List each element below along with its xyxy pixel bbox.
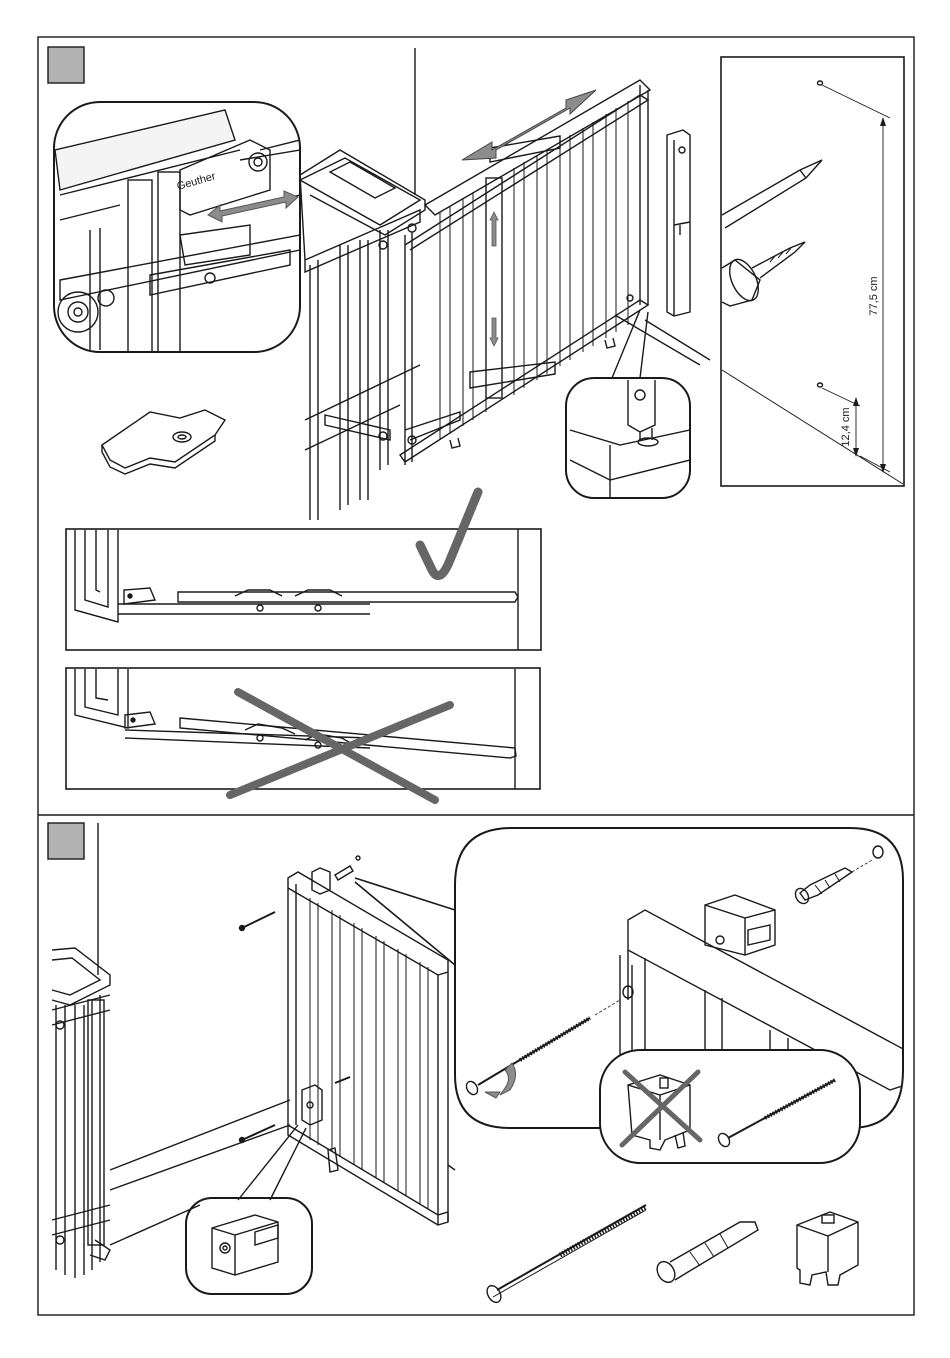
logo-text: Geuther xyxy=(176,170,218,193)
check-mark-icon xyxy=(420,492,478,576)
step-1-marker xyxy=(48,47,84,83)
parts-list xyxy=(484,1205,858,1305)
up-arrow-icon xyxy=(490,212,498,246)
dimension-long-label: 77,5 cm xyxy=(868,276,880,315)
pencil-icon xyxy=(722,160,822,228)
down-arrow-icon xyxy=(490,318,498,346)
extend-arrow-icon xyxy=(462,90,596,160)
step-2-marker xyxy=(48,823,84,859)
gate-panel xyxy=(288,868,455,1225)
wall-drilling-panel: 77,5 cm 12,4 cm xyxy=(721,57,904,486)
cross-mark-icon xyxy=(230,692,450,800)
wall-plug-icon xyxy=(793,868,852,906)
bracket-detail-bubble xyxy=(186,1125,312,1294)
correct-alignment-box xyxy=(66,492,541,650)
dimension-short-label: 12,4 cm xyxy=(840,407,852,446)
foot-detail-bubble xyxy=(566,310,690,500)
step-1: Geuther xyxy=(48,47,904,800)
screw-part-icon xyxy=(484,1205,646,1305)
wall-hole xyxy=(873,846,883,858)
mounting-strip xyxy=(667,130,690,316)
bracket-part-icon xyxy=(797,1212,858,1285)
screws-near-gate xyxy=(240,856,361,1143)
drill-icon xyxy=(722,242,805,306)
dowel-part-icon xyxy=(654,1222,758,1286)
gate-assembly-drawing xyxy=(300,48,710,520)
spacer-clip-part xyxy=(102,410,225,474)
wrong-bracket-bubble xyxy=(600,1050,860,1163)
fixed-gate-section xyxy=(52,823,290,1278)
long-screw-icon xyxy=(464,1000,620,1097)
upper-drill-hole xyxy=(818,81,823,85)
incorrect-alignment-box xyxy=(66,668,540,800)
rotate-arrow-icon xyxy=(485,1092,500,1098)
step-2 xyxy=(48,823,905,1305)
hinge-detail-bubble: Geuther xyxy=(54,102,300,355)
lower-drill-hole xyxy=(818,383,823,387)
